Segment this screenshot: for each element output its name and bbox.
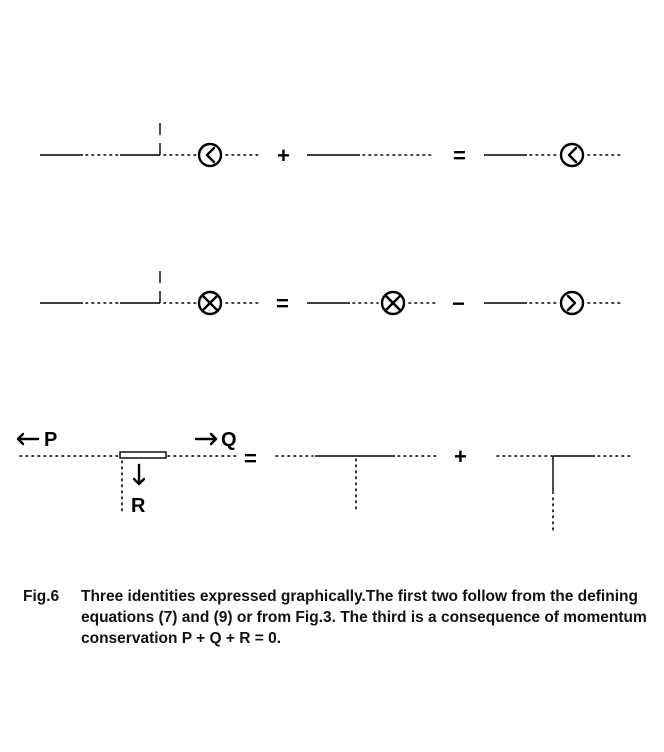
label-p: P	[44, 429, 57, 451]
left-chevron-vertex-icon	[559, 142, 585, 168]
figure-caption: Fig.6 Three identities expressed graphic…	[23, 586, 653, 649]
minus-operator: −	[452, 291, 465, 316]
identity-row-2: = −	[40, 271, 623, 316]
identity-row-1: + =	[40, 123, 623, 168]
plus-operator: +	[454, 444, 467, 469]
equals-operator: =	[276, 291, 289, 316]
plus-operator: +	[277, 143, 290, 168]
label-r: R	[131, 495, 146, 517]
left-arrow-icon	[16, 432, 40, 446]
crossed-circle-vertex-icon	[197, 290, 223, 316]
down-arrow-icon	[132, 463, 146, 486]
identity-row-3: P Q = R +	[16, 429, 635, 535]
figure-number: Fig.6	[23, 588, 60, 605]
crossed-circle-vertex-icon	[380, 290, 406, 316]
equals-operator: =	[453, 143, 466, 168]
right-chevron-vertex-icon	[559, 290, 585, 316]
identities-diagram: + = = −	[16, 123, 635, 535]
left-chevron-vertex-icon	[197, 142, 223, 168]
label-q: Q	[221, 429, 237, 451]
equals-operator: =	[244, 446, 257, 471]
right-arrow-icon	[194, 432, 218, 446]
caption-text: Three identities expressed graphically.T…	[81, 588, 647, 647]
vertex-blob	[119, 451, 167, 459]
